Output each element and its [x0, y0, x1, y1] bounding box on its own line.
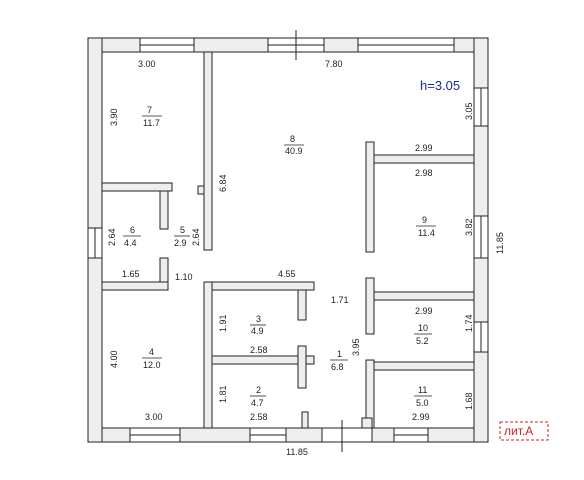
dim-room11-height: 1.68 [464, 392, 474, 410]
dim-room6-width: 1.65 [122, 269, 140, 279]
window-bottom-2 [249, 427, 287, 443]
partition-room3-stub [297, 289, 307, 321]
door-stub-bottom [361, 417, 373, 429]
room-7: 7 11.7 [142, 105, 162, 128]
dim-room4-width: 3.00 [145, 412, 163, 422]
dim-room3-height: 1.91 [218, 314, 228, 332]
partition-room4-right [203, 281, 213, 429]
svg-text:6.8: 6.8 [331, 362, 344, 372]
window-bottom-3 [393, 427, 429, 443]
window-right-2 [473, 215, 489, 259]
dim-room1-height: 3.95 [351, 338, 361, 356]
ceiling-height-label: h=3.05 [420, 78, 460, 93]
dim-room9-width: 2.98 [415, 168, 433, 178]
dim-room1-width-top: 1.71 [331, 295, 349, 305]
svg-text:10: 10 [418, 323, 428, 333]
partition-room10-top [373, 291, 475, 301]
dim-room4-height: 4.00 [109, 350, 119, 368]
window-right-3 [473, 321, 489, 353]
dim-total-height: 11.85 [495, 232, 505, 254]
svg-text:2.9: 2.9 [174, 238, 187, 248]
partition-room11-top [373, 361, 475, 371]
room-9: 9 11.4 [416, 215, 436, 238]
room-6: 6 4.4 [123, 225, 141, 248]
svg-text:12.0: 12.0 [143, 360, 161, 370]
door-stub-room1 [301, 411, 309, 429]
partition-room3-top [211, 281, 315, 291]
room-3: 3 4.9 [250, 314, 266, 336]
letter-label-box [499, 421, 549, 441]
dim-room8-width: 7.80 [325, 59, 343, 69]
partition-room6-stub2 [159, 257, 169, 283]
svg-text:4.7: 4.7 [251, 398, 264, 408]
dim-room11-width: 2.99 [412, 412, 430, 422]
entrance-door [321, 427, 373, 443]
dim-room8-right-top: 3.05 [464, 102, 474, 120]
dim-room8-notch-width: 2.99 [415, 143, 433, 153]
room-4: 4 12.0 [142, 347, 162, 370]
window-top-3 [357, 37, 455, 53]
partition-room6-stub [159, 190, 169, 230]
svg-text:40.9: 40.9 [285, 146, 303, 156]
svg-text:4.4: 4.4 [124, 238, 137, 248]
dim-room6-height: 2.64 [107, 228, 117, 246]
room-5: 5 2.9 [174, 225, 190, 248]
svg-text:4.9: 4.9 [251, 326, 264, 336]
partition-room9-top [373, 154, 475, 164]
dim-room7-width: 3.00 [138, 59, 156, 69]
room-8: 8 40.9 [284, 134, 304, 156]
dim-room2-width-top: 2.58 [250, 345, 268, 355]
dim-room5-height: 2.64 [191, 228, 201, 246]
room-10: 10 5.2 [414, 323, 432, 346]
room-1: 1 6.8 [330, 349, 348, 372]
svg-text:1: 1 [337, 349, 342, 359]
letter-label: лит.А [504, 424, 533, 438]
partition-lower-right-vertical [365, 277, 375, 335]
partition-room6-bottom [101, 281, 169, 291]
partition-room2-top [211, 355, 315, 365]
svg-text:9: 9 [422, 215, 427, 225]
dim-room9-height: 3.82 [464, 218, 474, 236]
window-left-1 [87, 227, 103, 259]
door-stub-room5 [197, 185, 205, 195]
window-top-1 [139, 37, 195, 53]
dim-total-width: 11.85 [286, 447, 308, 457]
partition-room7-bottom [101, 182, 173, 192]
svg-text:11.7: 11.7 [143, 118, 160, 128]
room-2: 2 4.7 [250, 385, 266, 408]
partition-left-vertical [203, 51, 213, 251]
dim-room2-height: 1.81 [218, 385, 228, 403]
dim-room10-width: 2.99 [415, 306, 433, 316]
window-bottom-1 [129, 427, 181, 443]
partition-room2-stub [297, 345, 307, 389]
partition-room9-left [365, 141, 375, 253]
dim-room5-width: 1.10 [175, 272, 193, 282]
svg-text:5.0: 5.0 [416, 398, 429, 408]
dim-room10-height: 1.74 [464, 314, 474, 332]
dim-room8-height: 6.84 [218, 174, 228, 192]
svg-text:3: 3 [256, 314, 261, 324]
svg-text:2: 2 [256, 385, 261, 395]
svg-text:7: 7 [147, 105, 152, 115]
window-right-1 [473, 87, 489, 127]
svg-text:4: 4 [149, 347, 154, 357]
svg-text:5: 5 [180, 225, 185, 235]
svg-text:8: 8 [290, 134, 295, 144]
svg-text:6: 6 [130, 225, 135, 235]
room-11: 11 5.0 [414, 385, 432, 408]
dim-room2-width: 2.58 [250, 412, 268, 422]
dim-room3-width: 4.55 [278, 269, 296, 279]
svg-text:11: 11 [418, 385, 427, 395]
dim-room7-height: 3.90 [109, 108, 119, 126]
svg-text:11.4: 11.4 [418, 228, 435, 238]
svg-text:5.2: 5.2 [416, 336, 429, 346]
